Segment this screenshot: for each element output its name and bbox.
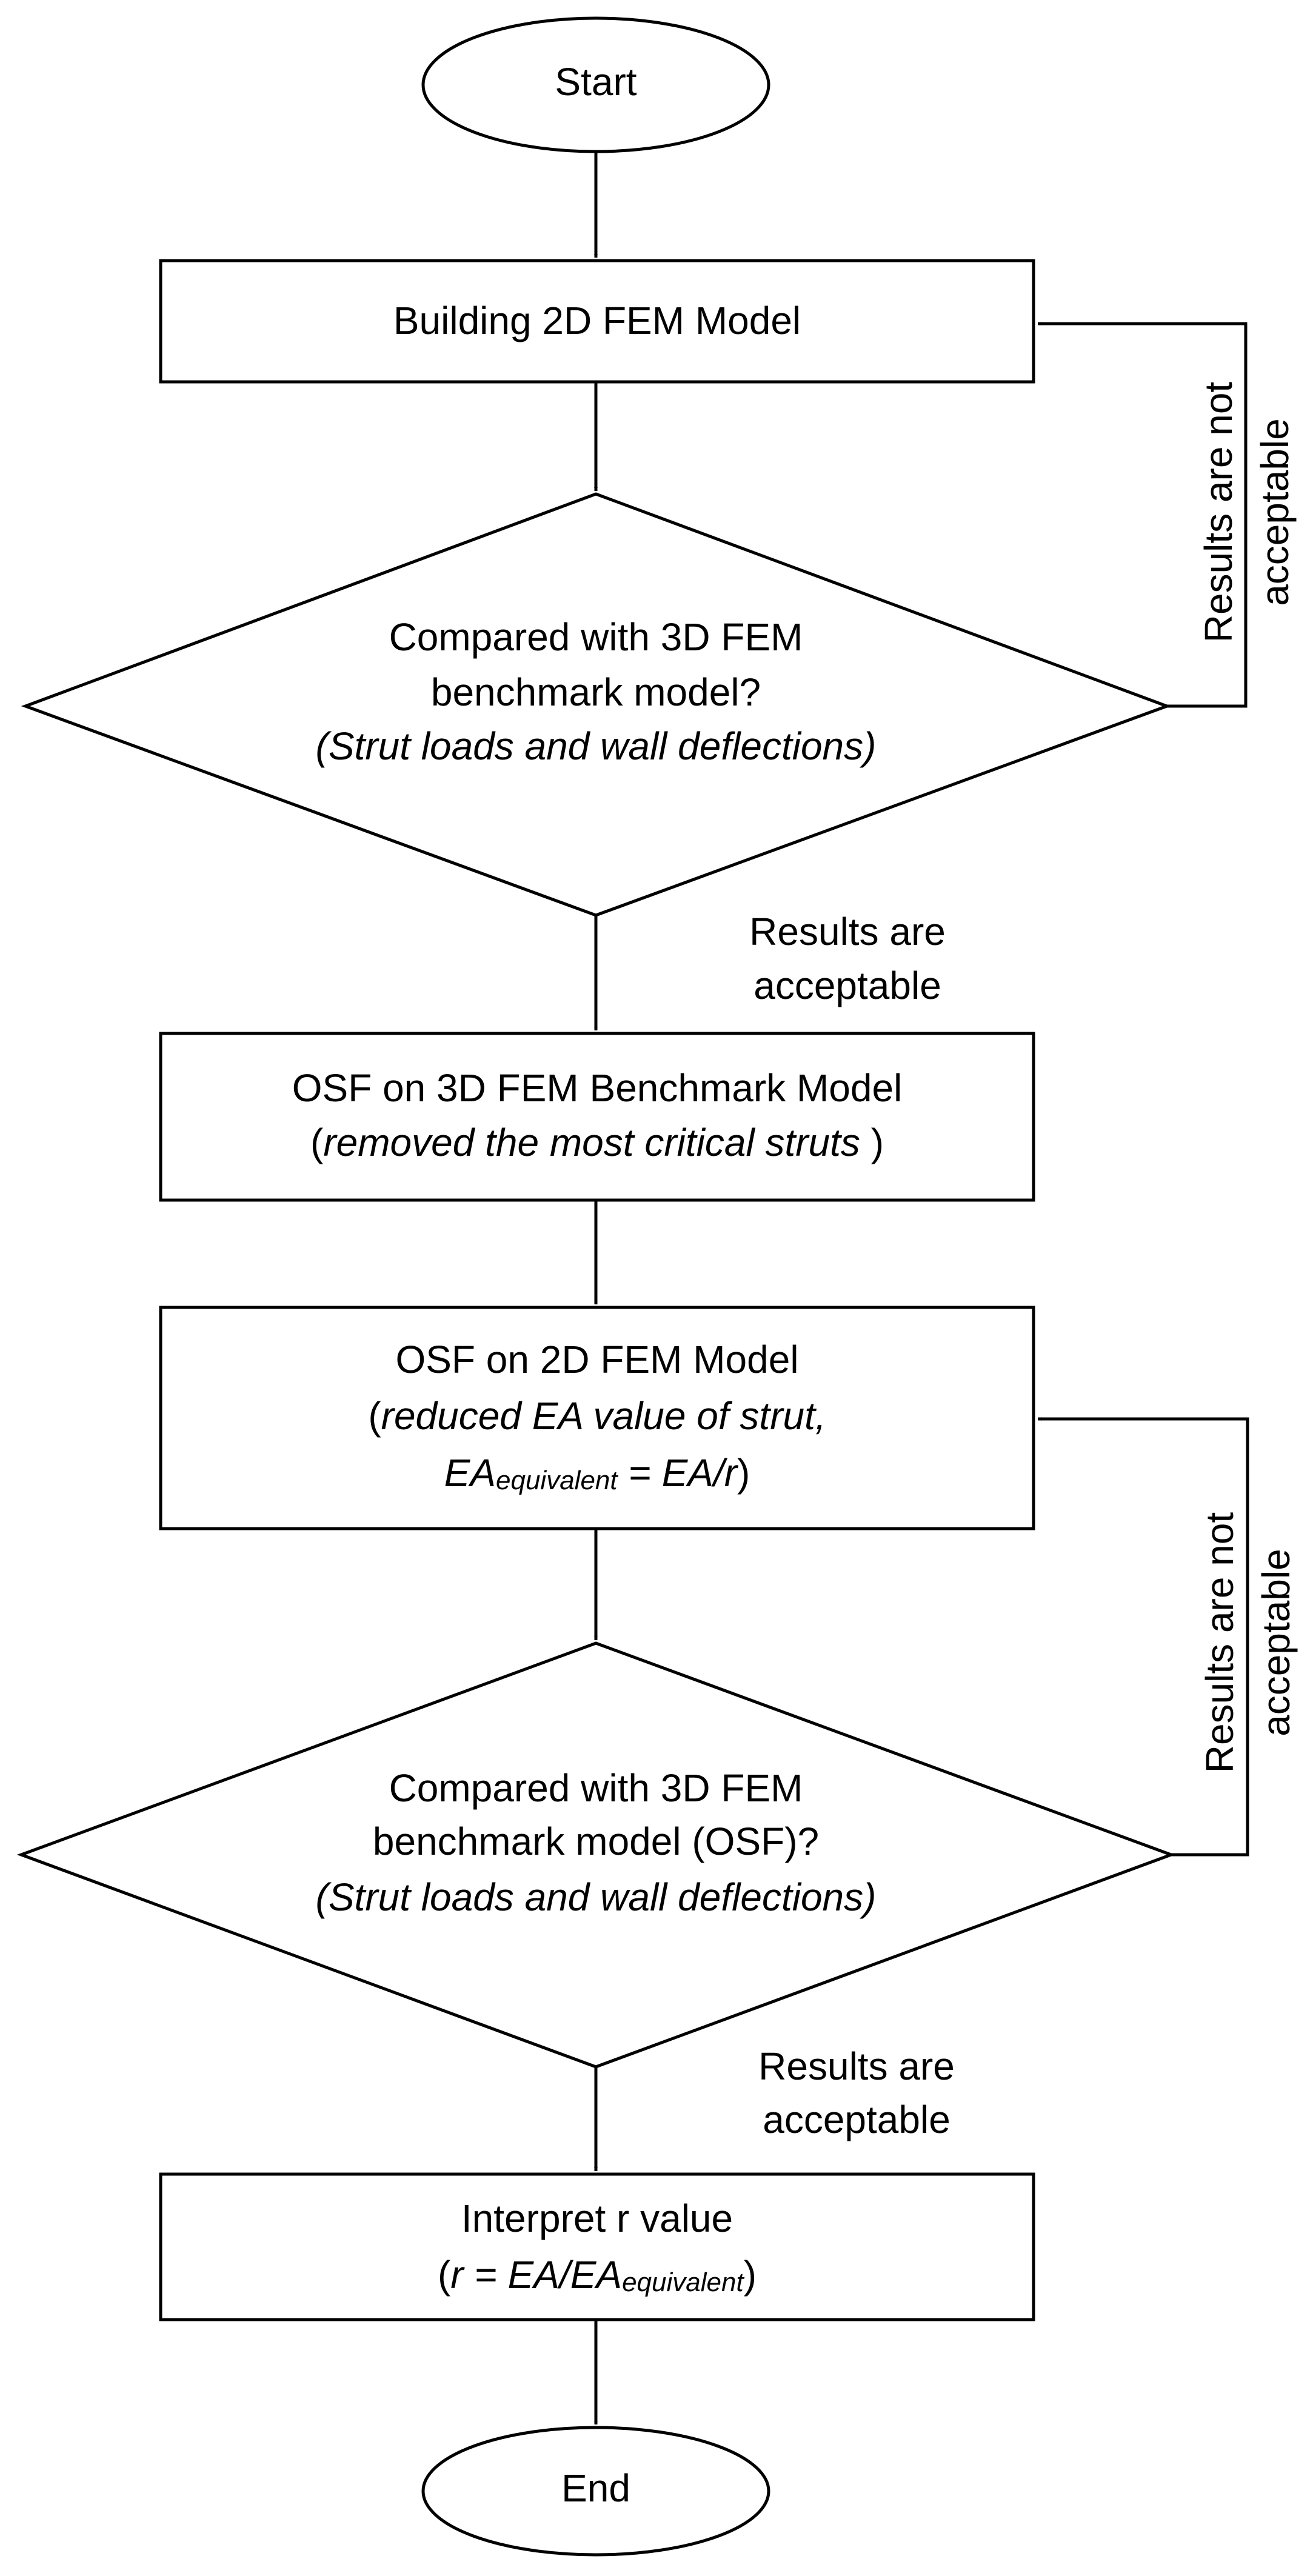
acceptable-2-line1: Results are: [758, 2044, 955, 2088]
acceptable-2-line2: acceptable: [763, 2098, 951, 2141]
osf-3d-line2-italic: removed the most critical struts: [323, 1121, 860, 1164]
start-label: Start: [555, 60, 636, 104]
not-acceptable-1-line2: acceptable: [1253, 418, 1297, 606]
build-2d-fem-box: [159, 259, 1035, 384]
osf-2d-line1: OSF on 2D FEM Model: [395, 1338, 798, 1381]
compare-osf-line3: (Strut loads and wall deflections): [316, 1875, 877, 1919]
interpret-r-open: (: [438, 2253, 450, 2297]
interpret-r-line1: Interpret r value: [461, 2197, 733, 2240]
interpret-r-sub: equivalent: [622, 2267, 744, 2297]
loop-back-arrow-2: [1038, 1417, 1249, 1857]
acceptable-1-line1: Results are: [749, 910, 946, 953]
osf-2d-line3-sub: equivalent: [496, 1466, 618, 1495]
compare-osf-line1: Compared with 3D FEM: [389, 1766, 803, 1810]
acceptable-1-line2: acceptable: [753, 964, 941, 1007]
osf-3d-line2-open: (: [310, 1121, 323, 1164]
not-acceptable-2-line2: acceptable: [1254, 1549, 1298, 1737]
osf-2d-line3: EAequivalent = EA/r): [444, 1451, 750, 1495]
osf-2d-fem-box: [159, 1306, 1035, 1530]
end-terminal: [421, 2426, 770, 2557]
interpret-r-line2: (r = EA/EAequivalent): [438, 2253, 757, 2297]
compare-3d-line2: benchmark model?: [431, 670, 761, 714]
osf-3d-benchmark-box: [159, 1032, 1035, 1202]
build-2d-fem-label: Building 2D FEM Model: [393, 299, 801, 342]
interpret-r-italic: r = EA/EA: [450, 2253, 622, 2297]
interpret-r-close: ): [744, 2253, 757, 2297]
end-label: End: [561, 2466, 630, 2510]
interpret-r-box: [159, 2172, 1035, 2321]
compare-osf-line2: benchmark model (OSF)?: [373, 1820, 819, 1863]
not-acceptable-2-line1: Results are not: [1198, 1512, 1241, 1774]
osf-2d-line2-open: (: [368, 1394, 381, 1438]
loop-back-arrow-1: [1038, 322, 1248, 708]
compare-3d-line3: (Strut loads and wall deflections): [316, 724, 877, 768]
compare-3d-line1: Compared with 3D FEM: [389, 615, 803, 659]
not-acceptable-1-line1: Results are not: [1197, 382, 1240, 643]
osf-3d-line2: (removed the most critical struts ): [310, 1121, 884, 1164]
osf-2d-line3-rest: = EA/r: [618, 1451, 739, 1495]
osf-3d-line1: OSF on 3D FEM Benchmark Model: [292, 1066, 903, 1110]
osf-2d-line3-close: ): [737, 1451, 750, 1495]
osf-2d-line2-italic: reduced EA value of strut,: [381, 1394, 826, 1438]
osf-2d-line2: (reduced EA value of strut,: [368, 1394, 826, 1438]
osf-3d-line2-close: ): [860, 1121, 884, 1164]
osf-2d-line3-ea: EA: [444, 1451, 496, 1495]
